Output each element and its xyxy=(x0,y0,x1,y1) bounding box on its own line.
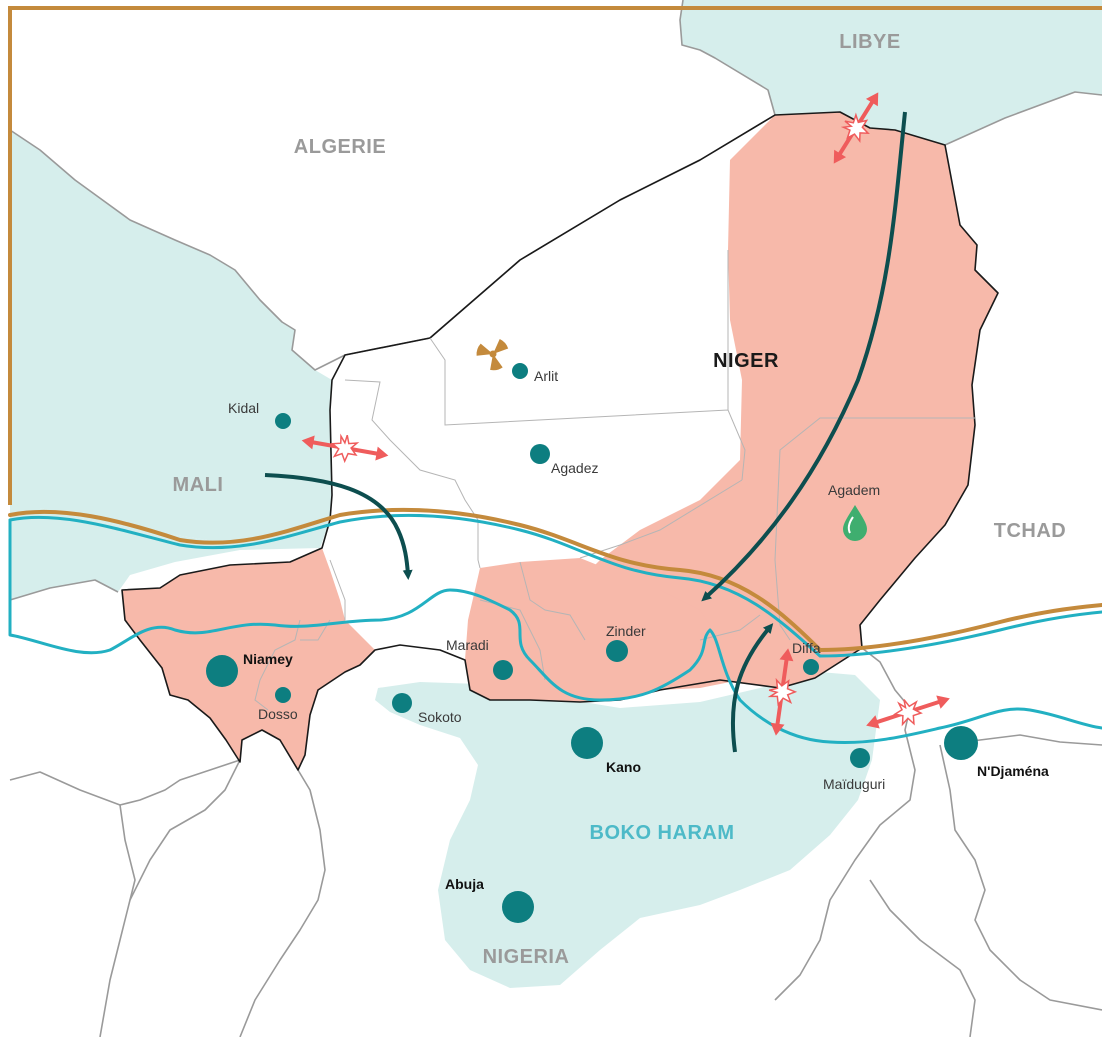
cyan-line-south xyxy=(8,518,1102,745)
border-south-b xyxy=(119,804,136,901)
city-dot-agadez xyxy=(530,444,550,464)
country-label-mali: MALI xyxy=(173,474,224,496)
city-label-arlit: Arlit xyxy=(534,368,558,384)
arrow-libya-to-niger xyxy=(701,111,907,602)
border-south-a xyxy=(239,769,326,1037)
map-frame xyxy=(8,6,1102,505)
city-label-zinder: Zinder xyxy=(606,623,646,639)
city-dot-maiduguri xyxy=(850,748,870,768)
bronze-line xyxy=(8,507,1102,653)
oil-drop-icon xyxy=(843,505,867,541)
city-label-maiduguri: Maïduguri xyxy=(823,776,885,792)
conflict-burst-icon xyxy=(833,92,879,164)
nigeria-cameroon-border xyxy=(774,647,916,1001)
region-borders xyxy=(254,250,975,711)
city-label-kidal: Kidal xyxy=(228,400,259,416)
boko-haram-zone xyxy=(375,672,880,988)
cyan-line-north xyxy=(8,513,1102,658)
arrow-nigeria-to-diffa xyxy=(730,623,774,753)
conflict-burst-icon xyxy=(767,648,798,736)
city-dot-zinder xyxy=(606,640,628,662)
city-label-agadez: Agadez xyxy=(551,460,598,476)
city-label-diffa: Diffa xyxy=(792,640,821,656)
zone-label-boko-haram: BOKO HARAM xyxy=(590,822,735,844)
city-dot-diffa xyxy=(803,659,819,675)
city-dot-sokoto xyxy=(392,693,412,713)
cameroon-east-border xyxy=(939,744,1102,1011)
libya-tchad-border xyxy=(944,91,1102,146)
radiation-icon xyxy=(476,338,509,371)
city-dot-maradi xyxy=(493,660,513,680)
nigeria-border-south-west xyxy=(9,759,241,806)
country-label-niger: NIGER xyxy=(713,350,779,372)
libya-border xyxy=(679,0,776,116)
city-dot-ndjamena xyxy=(944,726,978,760)
conflict-burst-icon xyxy=(301,433,389,464)
country-label-libye: LIBYE xyxy=(839,31,900,53)
country-label-algerie: ALGERIE xyxy=(294,136,386,158)
country-label-tchad: TCHAD xyxy=(994,520,1067,542)
niger-west-pink-zone xyxy=(122,548,375,770)
city-label-agadem: Agadem xyxy=(828,482,880,498)
city-label-ndjamena: N'Djaména xyxy=(977,763,1049,779)
city-label-maradi: Maradi xyxy=(446,637,489,653)
mali-zone xyxy=(10,130,332,545)
conflict-burst-icon xyxy=(866,695,950,729)
libya-zone xyxy=(680,0,1102,145)
nigeria-west-border xyxy=(99,759,241,1037)
mali-zone-south xyxy=(10,508,330,600)
city-label-niamey: Niamey xyxy=(243,651,293,667)
cameroon-border-b xyxy=(869,879,976,1037)
city-dot-niamey xyxy=(206,655,238,687)
niger-border xyxy=(121,111,999,771)
city-dot-abuja xyxy=(502,891,534,923)
city-label-kano: Kano xyxy=(606,759,641,775)
country-label-nigeria: NIGERIA xyxy=(483,946,570,968)
arrow-mali-to-niger xyxy=(264,473,413,580)
city-label-dosso: Dosso xyxy=(258,706,298,722)
mali-border-south xyxy=(9,579,119,601)
city-dot-kano xyxy=(571,727,603,759)
city-label-sokoto: Sokoto xyxy=(418,709,462,725)
city-label-abuja: Abuja xyxy=(445,876,484,892)
niger-north-pink-zone xyxy=(580,112,998,688)
city-dot-arlit xyxy=(512,363,528,379)
city-dot-kidal xyxy=(275,413,291,429)
city-dot-dosso xyxy=(275,687,291,703)
